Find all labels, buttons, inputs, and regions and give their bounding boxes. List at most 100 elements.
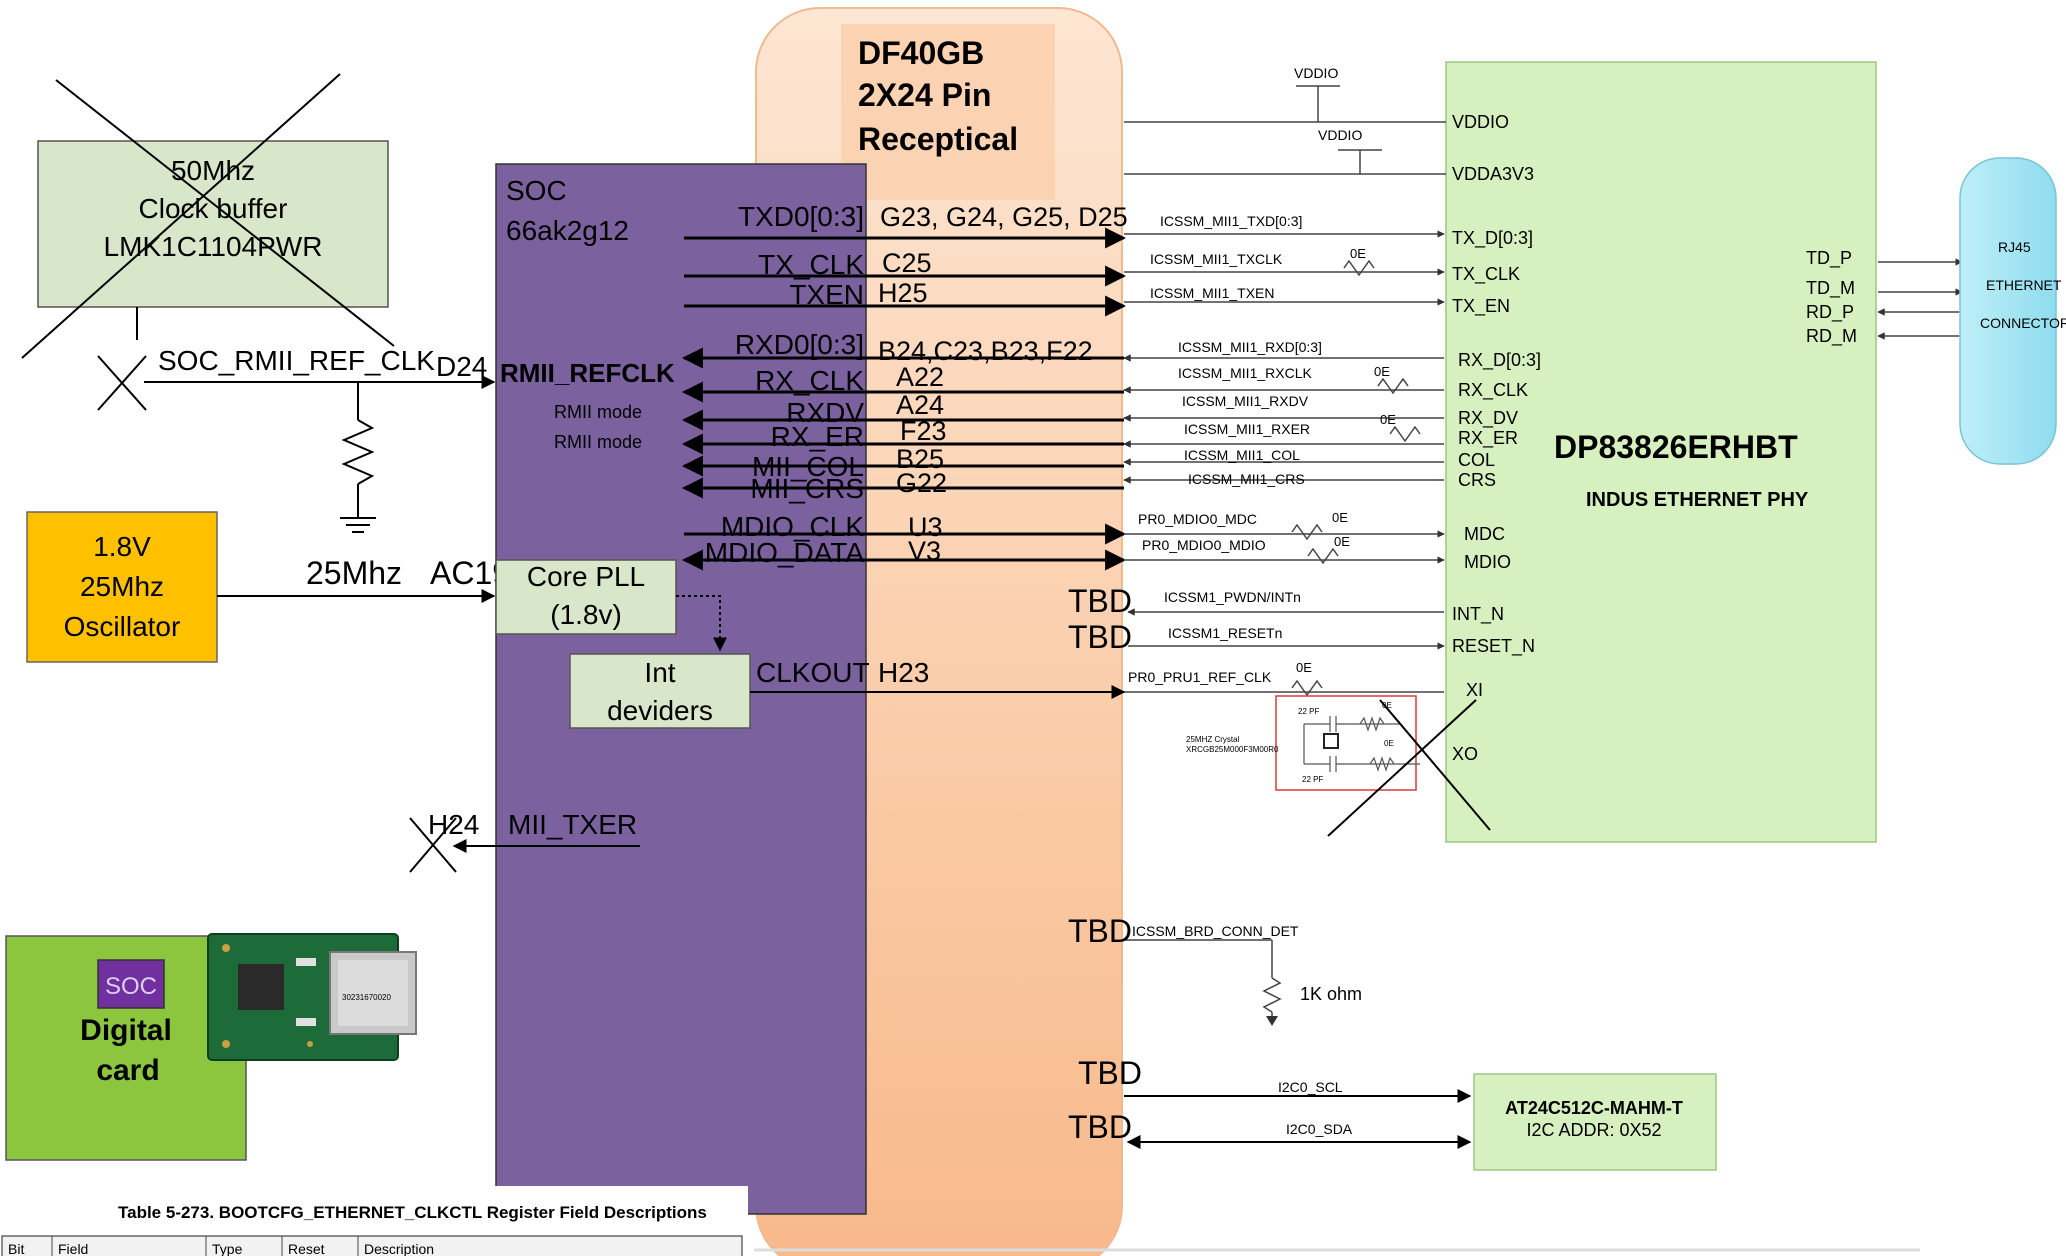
phy-pin-label: CRS [1458,470,1496,490]
register-table-header: Description [364,1241,434,1256]
soc-rmii-refclk: RMII_REFCLK [500,358,675,388]
pulldown-resistor [340,382,376,532]
soc-clkout: CLKOUT [756,657,870,688]
crystal-label-2: XRCGB25M000F3M00R0 [1186,745,1279,754]
phy-pin-label: XI [1466,680,1483,700]
crystal-r2: 0E [1384,739,1394,748]
register-table-caption: Table 5-273. BOOTCFG_ETHERNET_CLKCTL Reg… [118,1203,707,1222]
phy-right-pin-list: TD_P TD_M RD_P RD_M [1806,248,1962,347]
soc-title-1: SOC [506,175,567,206]
net-label-reset: ICSSM1_RESETn [1168,625,1282,641]
connector-title-2: 2X24 Pin [858,77,991,113]
pin-h23: H23 [878,657,929,688]
eeprom-addr: I2C ADDR: 0X52 [1526,1120,1661,1140]
soc-title-2: 66ak2g12 [506,215,629,246]
unconnected-x-refclk [98,356,146,410]
core-pll-line2: (1.8v) [550,599,622,630]
soc-signal-label: TXD0[0:3] [738,201,864,232]
phy-pin-label: RX_ER [1458,428,1518,449]
series-resistor [1344,261,1374,275]
net-label-rxclk: ICSSM_MII1_RXCLK [1178,365,1312,381]
phy-pin-label-right: RD_M [1806,326,1857,347]
series-resistor [1292,681,1322,695]
crystal-cap1: 22 PF [1298,707,1319,716]
net-label-txclk: ICSSM_MII1_TXCLK [1150,251,1283,267]
tbd-brd-det: TBD [1068,913,1132,949]
vddio-label-second: VDDIO [1318,127,1362,143]
net-label-refclk: PR0_PRU1_REF_CLK [1128,669,1272,685]
net-label-brd_det: ICSSM_BRD_CONN_DET [1132,923,1299,939]
digital-card-line1: Digital [80,1014,172,1047]
pcb-photo: 30231670020 [208,934,416,1060]
phy-pin-label-right: TD_P [1806,248,1852,269]
phy-pin-label: TX_CLK [1452,264,1520,285]
phy-pin-label: RESET_N [1452,636,1535,657]
register-table-header: Bit [8,1241,24,1256]
tbd-scl: TBD [1078,1055,1142,1091]
pcb-chip-text: 30231670020 [342,993,391,1002]
net-label-col: ICSSM_MII1_COL [1184,447,1300,463]
series-resistor [1378,379,1408,393]
phy-name: DP83826ERHBT [1554,429,1798,465]
tbd-reset: TBD [1068,619,1132,655]
phy-pin-label: INT_N [1452,604,1504,625]
phy-pin-label: RX_DV [1458,408,1518,429]
register-table-header: Type [212,1241,243,1256]
series-resistor [1390,427,1420,441]
brd-det-resistor-value: 1K ohm [1300,984,1362,1004]
resistor-value-r_refclk: 0E [1296,660,1312,675]
pin-label-txd: G23, G24, G25, D25 [880,202,1128,232]
eeprom-name: AT24C512C-MAHM-T [1505,1098,1683,1118]
pin-label-txen: H25 [878,278,928,308]
phy-pin-label-right: TD_M [1806,278,1855,299]
pin-label-crs: G22 [896,468,947,498]
soc-rmii-ref-clk-label: SOC_RMII_REF_CLK [158,345,435,376]
net-label-scl: I2C0_SCL [1278,1079,1343,1095]
tbd-sda: TBD [1068,1109,1132,1145]
soc-mii-txer: MII_TXER [508,809,637,840]
register-table-header: Reset [288,1241,325,1256]
net-label-txen: ICSSM_MII1_TXEN [1150,285,1274,301]
rj45-line2: ETHERNET [1986,277,2062,293]
net-label-txd: ICSSM_MII1_TXD[0:3] [1160,213,1302,229]
int-dividers-line1: Int [644,657,675,688]
phy-pin-label: COL [1458,450,1495,470]
oscillator-block: 1.8V 25Mhz Oscillator [27,512,217,662]
connector-title-1: DF40GB [858,35,984,71]
net-label-rxer: ICSSM_MII1_RXER [1184,421,1310,437]
crystal-circuit: 22 PF 22 PF 0E 0E 25MHZ Crystal XRCGB25M… [1186,696,1490,836]
register-table: Table 5-273. BOOTCFG_ETHERNET_CLKCTL Reg… [0,1186,748,1256]
phy-pin-label-right: RD_P [1806,302,1854,323]
rj45-connector: RJ45 ETHERNET CONNECTOR [1960,158,2066,464]
pin-label-rxclk: A22 [896,362,944,392]
resistor-value-r_mdio: 0E [1334,534,1350,549]
eeprom-block: AT24C512C-MAHM-T I2C ADDR: 0X52 [1474,1074,1716,1170]
soc-signal-label: RXD0[0:3] [735,329,864,360]
oscillator-line2: 25Mhz [80,571,164,602]
core-pll-line1: Core PLL [527,561,645,592]
clock-buffer-line2: Clock buffer [139,193,288,224]
crystal-cap2: 22 PF [1302,775,1323,784]
soc-signal-label: RX_ER [771,421,864,452]
brd-det-resistor: 1K ohm [1264,940,1362,1026]
phy-pin-label: RX_D[0:3] [1458,350,1541,371]
series-resistor [1292,525,1322,539]
vddio-label-top: VDDIO [1294,65,1338,81]
net-label-rxdv: ICSSM_MII1_RXDV [1182,393,1309,409]
rj45-line1: RJ45 [1998,239,2031,255]
phy-pin-label: MDIO [1464,552,1511,572]
digital-card-line2: card [96,1054,159,1087]
osc-freq-label: 25Mhz [306,555,402,591]
pin-label-txclk: C25 [882,248,932,278]
phy-pin-label: TX_EN [1452,296,1510,317]
net-label-mdc: PR0_MDIO0_MDC [1138,511,1257,527]
phy-pin-label: VDDA3V3 [1452,164,1534,184]
clock-buffer-block: 50Mhz Clock buffer LMK1C1104PWR [22,74,394,358]
soc-rmii-mode-2: RMII mode [554,432,642,452]
phy-subtitle: INDUS ETHERNET PHY [1586,489,1809,511]
register-table-header: Field [58,1241,88,1256]
series-resistor [1308,549,1338,563]
resistor-value-r_rxer: 0E [1380,412,1396,427]
